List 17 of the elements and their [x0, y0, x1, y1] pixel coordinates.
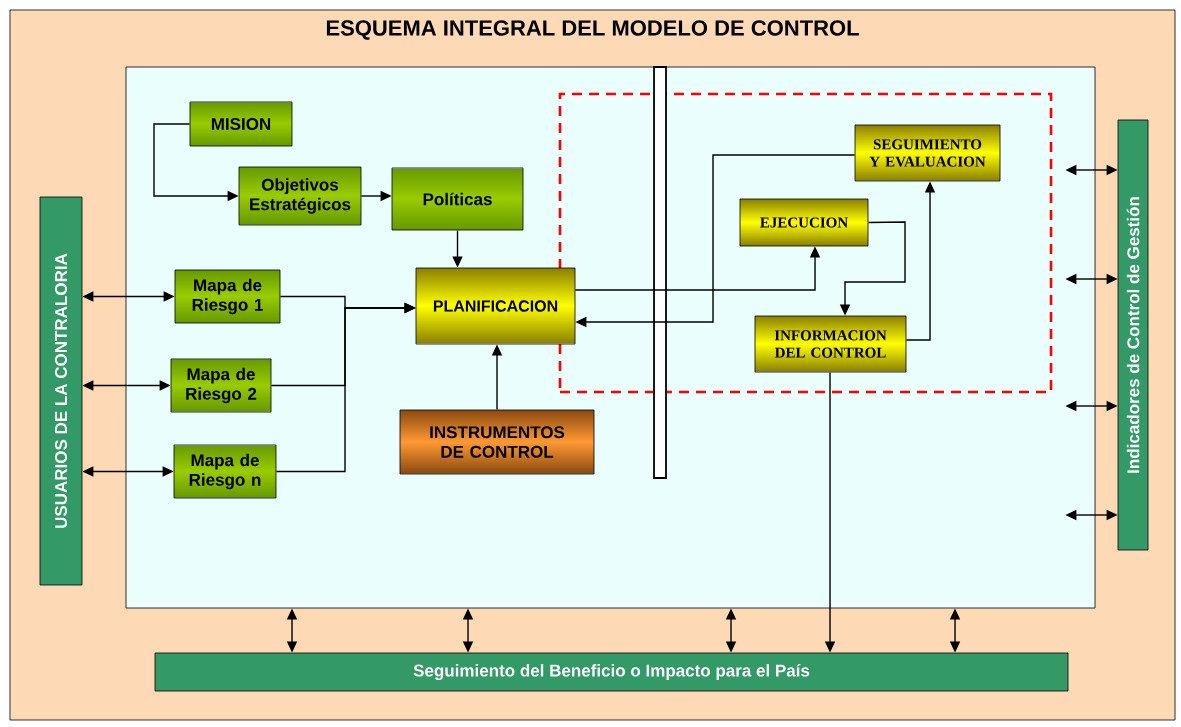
dashed-region [558, 92, 1053, 394]
bottom-bar: Seguimiento del Beneficio o Impacto para el País [154, 652, 1069, 692]
process-box: PLANIFICACION [415, 267, 576, 345]
side-bar: Indicadores de Control de Gestión [1117, 119, 1149, 551]
process-box: MISION [189, 101, 293, 147]
process-box: Políticas [391, 167, 524, 231]
process-box: Mapa de Riesgo 2 [170, 358, 272, 413]
process-box: INFORMACION DEL CONTROL [754, 315, 907, 373]
process-box: SEGUIMIENTO Y EVALUACION [854, 124, 1001, 182]
process-box: Objetivos Estratégicos [238, 166, 362, 226]
side-bar: USUARIOS DE LA CONTRALORIA [39, 196, 83, 586]
process-box: EJECUCION [739, 198, 869, 247]
process-box: INSTRUMENTOS DE CONTROL [399, 409, 595, 475]
title: ESQUEMA INTEGRAL DEL MODELO DE CONTROL [326, 20, 859, 40]
process-box: Mapa de Riesgo 1 [174, 269, 281, 324]
separator-bar [653, 66, 667, 479]
process-box: Mapa de Riesgo n [173, 444, 277, 499]
